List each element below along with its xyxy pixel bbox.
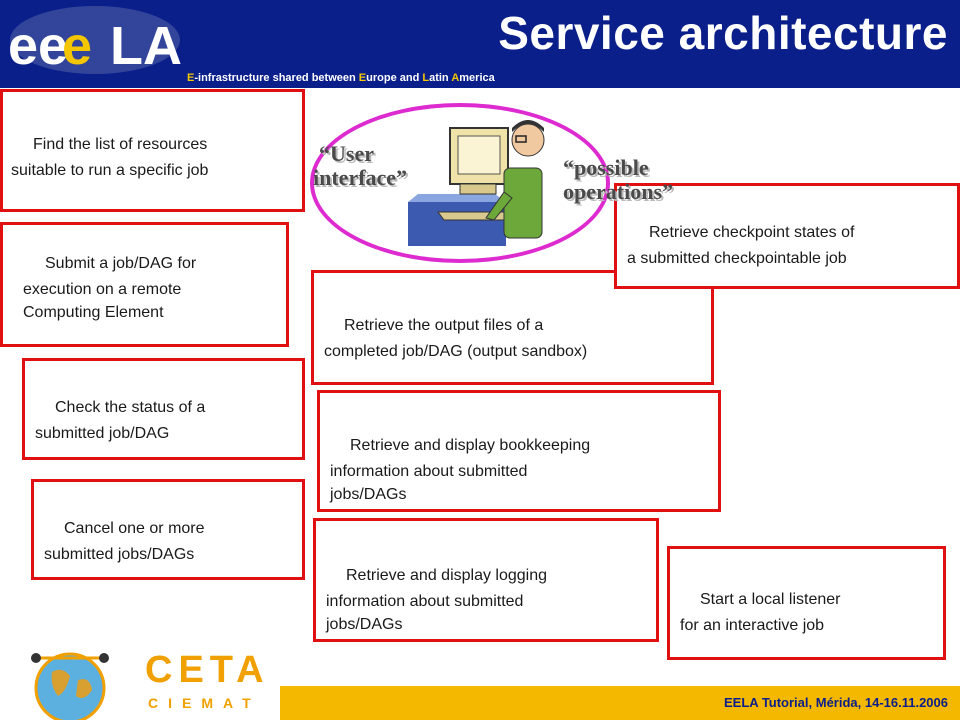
- box-output-files: Retrieve the output files of a completed…: [311, 270, 714, 385]
- page-title: Service architecture: [498, 7, 948, 59]
- computer-user-illustration: [400, 110, 550, 255]
- svg-text:ee: ee: [8, 16, 68, 76]
- box-cancel-jobs: Cancel one or more submitted jobs/DAGs: [31, 479, 305, 580]
- box-checkpoint: Retrieve checkpoint states of a submitte…: [614, 183, 960, 289]
- ceta-logo: CETA CIEMAT: [0, 636, 280, 724]
- eela-logo: ee e LA: [0, 0, 190, 88]
- ceta-logo-text: CETA: [145, 649, 270, 691]
- svg-text:LA: LA: [110, 16, 182, 76]
- possible-operations-label: “possible operations”: [563, 155, 673, 204]
- box-check-status: Check the status of a submitted job/DAG: [22, 358, 305, 460]
- ciemat-logo-text: CIEMAT: [148, 695, 261, 711]
- box-find-resources: Find the list of resources suitable to r…: [0, 89, 305, 212]
- box-bookkeeping: Retrieve and display bookkeeping informa…: [317, 390, 721, 512]
- user-interface-label: “User interface”: [313, 141, 408, 190]
- box-logging: Retrieve and display logging information…: [313, 518, 659, 642]
- footer-text: EELA Tutorial, Mérida, 14-16.11.2006: [724, 695, 948, 710]
- user-interface-ellipse: [310, 103, 610, 263]
- header-subtitle: E-infrastructure shared between Europe a…: [187, 72, 495, 84]
- svg-text:e: e: [62, 16, 92, 76]
- box-submit-job: Submit a job/DAG for execution on a remo…: [0, 222, 289, 347]
- box-listener: Start a local listener for an interactiv…: [667, 546, 946, 660]
